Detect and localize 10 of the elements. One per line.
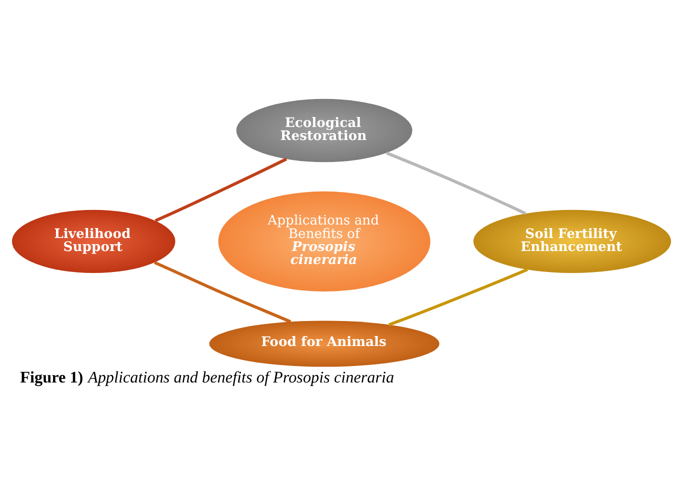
node-ellipse: Livelihood Support [12,210,176,274]
connector [388,268,528,326]
node-ellipse: Ecological Restoration [236,98,412,162]
connector [154,158,288,222]
node-ellipse: Applications and Benefits of Prosopis cineraria [218,191,430,292]
connector [154,261,292,324]
caption: Figure 1) Applications and benefits of Prosopis cineraria [20,370,394,387]
node-ellipse: Food for Animals [209,320,440,367]
node-ellipse: Soil Fertility Enhancement [473,210,672,274]
connector [386,152,526,215]
